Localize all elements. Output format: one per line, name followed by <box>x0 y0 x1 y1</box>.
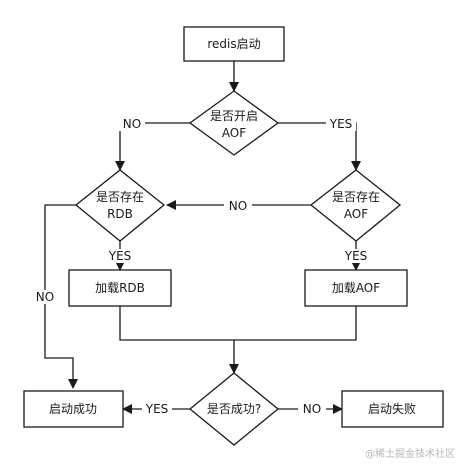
edge-label-text: YES <box>145 402 169 416</box>
aof-exists-label-line2: AOF <box>344 207 368 221</box>
aof-exists-diamond <box>309 169 402 242</box>
load-rdb-box <box>68 269 172 307</box>
node-start: redis启动 <box>183 26 285 62</box>
load-aof-box <box>304 269 408 307</box>
decision-aof-enabled: 是否开启 AOF <box>188 90 280 156</box>
edge-label-rdb-missing-no: NO <box>31 290 59 304</box>
edge-label-text: YES <box>329 117 353 131</box>
decision-rdb-exists: 是否存在 RDB <box>74 169 166 242</box>
line-load-rdb-to-merge <box>119 306 357 341</box>
start-label: redis启动 <box>207 37 260 51</box>
edge-label-aof-exists-yes: YES <box>341 249 371 263</box>
aof-exists-label-line1: 是否存在 <box>332 190 380 204</box>
edge-label-backing <box>31 290 59 304</box>
decision-start-success: 是否成功? <box>188 372 280 446</box>
edge-label-text: YES <box>344 249 368 263</box>
edge-label-backing <box>224 199 252 213</box>
start-failed-label: 启动失败 <box>368 401 416 416</box>
node-load-rdb: 加载RDB <box>68 269 172 307</box>
edge-label-text: NO <box>229 199 247 213</box>
aof-enabled-diamond <box>188 90 280 156</box>
decision-aof-exists: 是否存在 AOF <box>309 169 402 242</box>
edge-label-backing <box>298 402 326 416</box>
connectors <box>44 61 361 414</box>
edge-label-rdb-exists-yes: YES <box>105 249 135 263</box>
rdb-exists-label-line1: 是否存在 <box>96 190 144 204</box>
rdb-exists-label-line2: RDB <box>107 207 133 221</box>
edge-label-text: NO <box>36 290 54 304</box>
start-success-label: 启动成功 <box>49 402 97 416</box>
start-success-diamond <box>188 372 280 446</box>
edge-label-aof-enabled-no: NO <box>119 117 145 131</box>
edge-label-aof-enabled-yes: YES <box>326 117 356 131</box>
node-load-aof: 加载AOF <box>304 269 408 307</box>
aof-enabled-label-line2: AOF <box>222 126 246 140</box>
edge-label-backing <box>142 402 172 416</box>
start-box <box>183 26 285 62</box>
edge-label-text: NO <box>303 402 321 416</box>
edge-label-success-yes: YES <box>142 402 172 416</box>
load-aof-label: 加载AOF <box>332 281 380 295</box>
start-success-box <box>23 390 124 428</box>
edge-label-backing <box>105 249 135 263</box>
watermark: @稀土掘金技术社区 <box>365 447 455 460</box>
aof-enabled-label-line1: 是否开启 <box>210 109 258 123</box>
edge-label-text: YES <box>108 249 132 263</box>
rdb-exists-diamond <box>74 169 166 242</box>
edge-label-aof-missing-no: NO <box>224 199 252 213</box>
edge-label-backing <box>119 117 145 131</box>
start-success-check-label: 是否成功? <box>207 402 261 416</box>
edge-label-backing <box>341 249 371 263</box>
arrow-rdb-check-no-to-start-success <box>44 204 78 389</box>
edge-label-text: NO <box>123 117 141 131</box>
edge-label-success-no: NO <box>298 402 326 416</box>
edge-label-backing <box>326 117 356 131</box>
load-rdb-label: 加载RDB <box>95 281 145 295</box>
node-start-failed: 启动失败 <box>341 390 444 428</box>
start-failed-box <box>341 390 444 428</box>
node-start-success: 启动成功 <box>23 390 124 428</box>
